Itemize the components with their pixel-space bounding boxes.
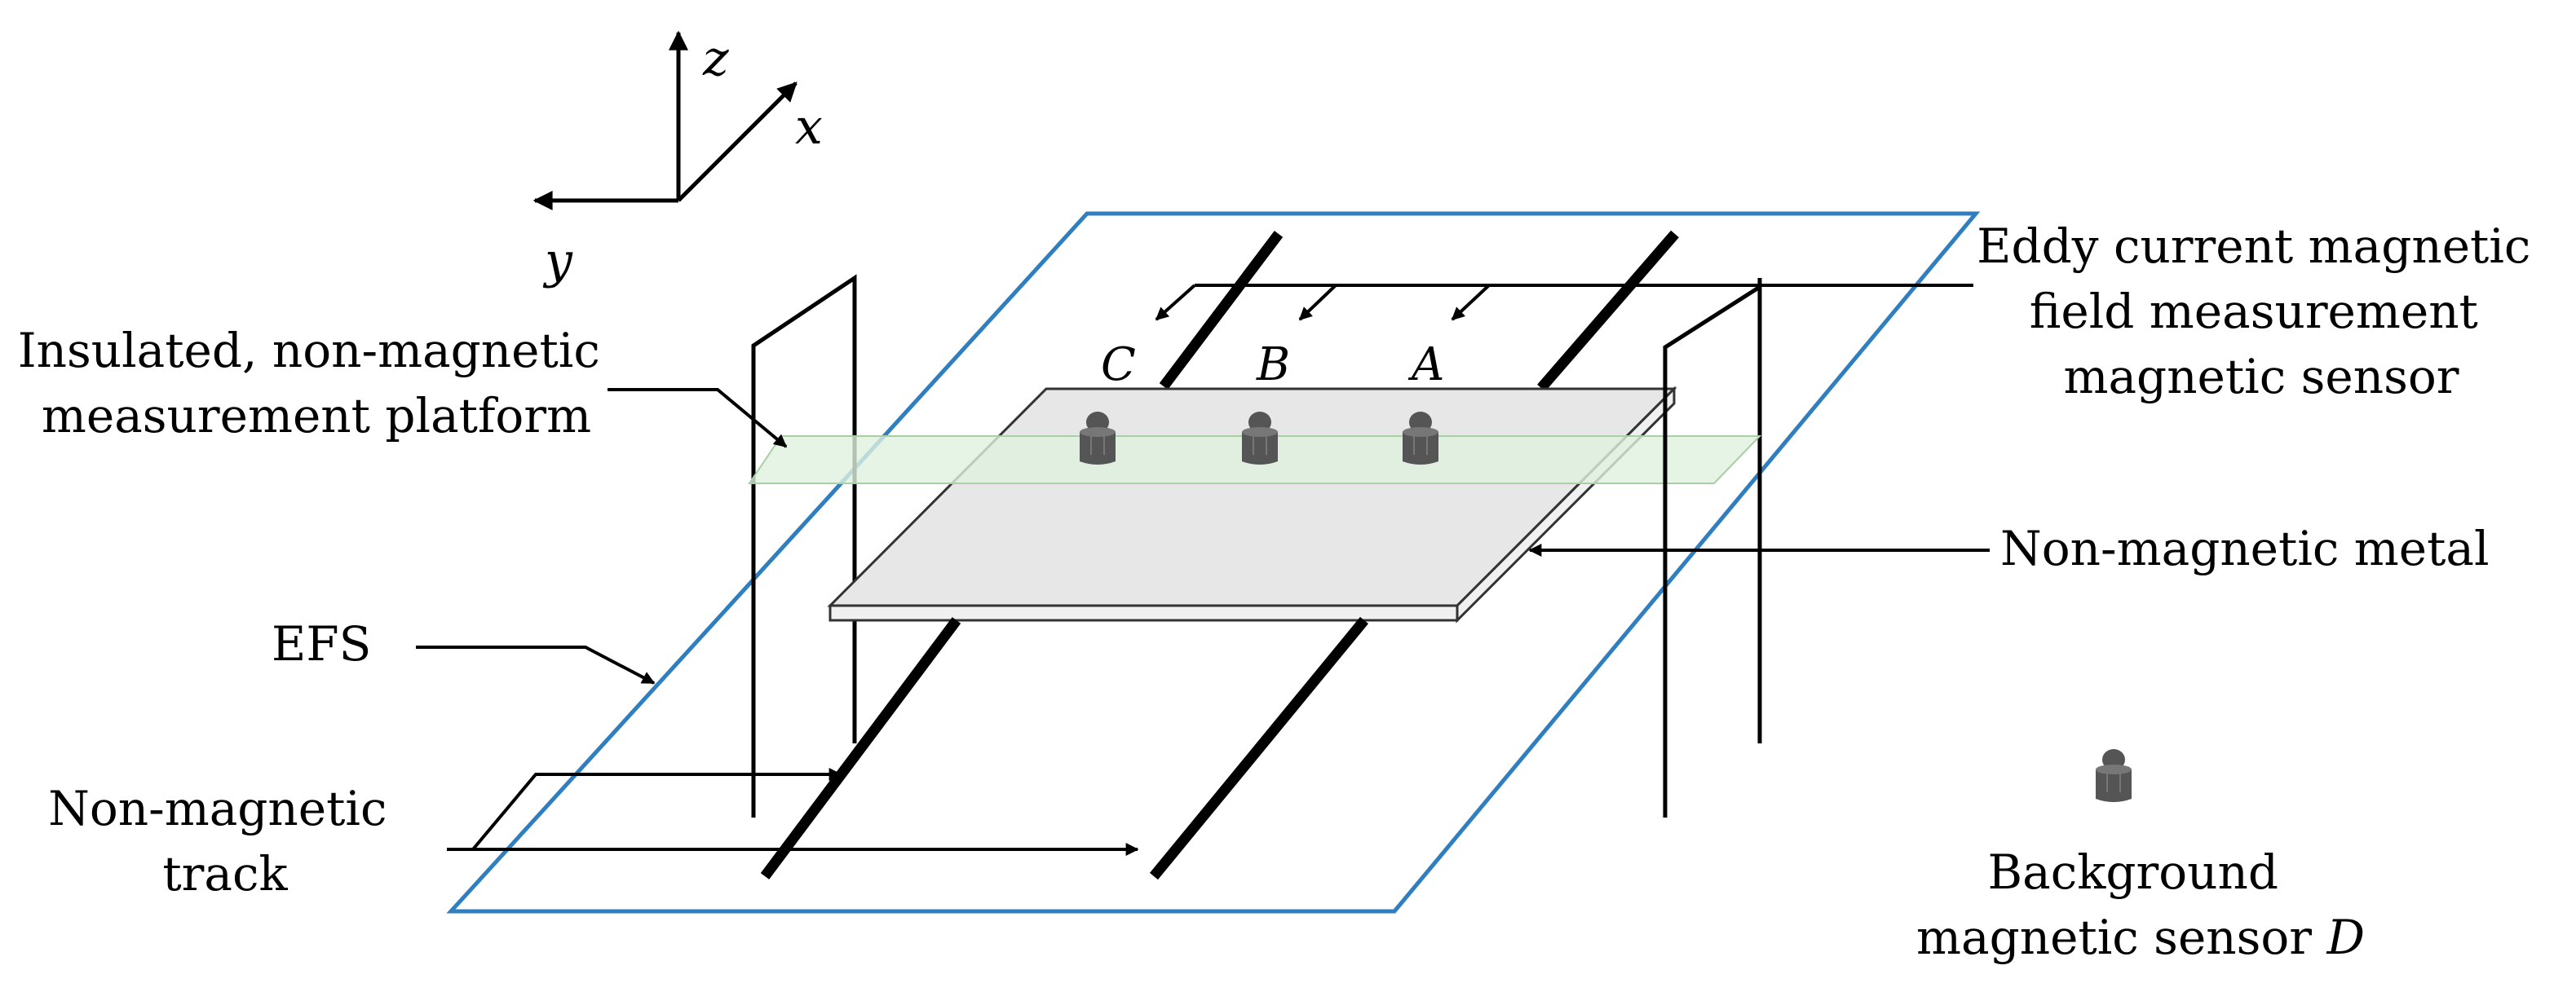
sensor-a-label: A bbox=[1407, 338, 1444, 391]
z-axis-label: z bbox=[702, 30, 729, 87]
track-leader bbox=[447, 768, 1139, 856]
background-sensor-d bbox=[2095, 748, 2132, 803]
y-axis-label: y bbox=[542, 232, 573, 289]
track-label: Non-magnetic track bbox=[48, 781, 402, 902]
metal-label: Non-magnetic metal bbox=[2000, 521, 2490, 576]
eddy-sensor-leader bbox=[1155, 284, 1973, 321]
sensor-c-label: C bbox=[1101, 338, 1136, 391]
left-support-frame bbox=[751, 274, 857, 818]
x-axis-label: x bbox=[795, 99, 823, 156]
track-right-back bbox=[1537, 230, 1679, 392]
track-left-back bbox=[1159, 231, 1284, 390]
efs-frame bbox=[446, 211, 1981, 914]
track-left-front bbox=[760, 617, 961, 880]
sensor-b-label: B bbox=[1256, 338, 1290, 391]
efs-label: EFS bbox=[272, 616, 371, 672]
platform-label: Insulated, non-magnetic measurement plat… bbox=[18, 323, 616, 443]
x-axis bbox=[677, 82, 798, 202]
background-sensor-label: Background magnetic sensor D bbox=[1916, 844, 2365, 965]
right-support-front bbox=[1663, 284, 1761, 818]
eddy-sensor-label: Eddy current magnetic field measurement … bbox=[1977, 218, 2546, 404]
platform-leader bbox=[608, 388, 788, 448]
track-right-front bbox=[1149, 616, 1369, 880]
efs-leader bbox=[416, 646, 656, 685]
coordinate-axes: z x y bbox=[532, 30, 823, 289]
